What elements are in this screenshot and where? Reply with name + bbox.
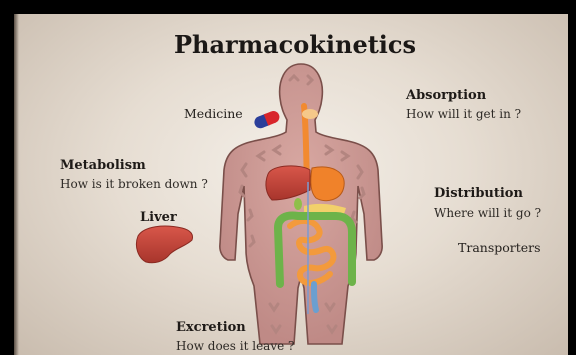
rectum	[314, 284, 316, 310]
distribution-question: Where will it go ?	[434, 206, 541, 220]
absorption-heading: Absorption	[406, 88, 486, 103]
gallbladder	[294, 198, 302, 210]
throat-gland	[302, 109, 318, 119]
metabolism-question: How is it broken down ?	[60, 177, 208, 191]
distribution-heading: Distribution	[434, 186, 523, 201]
excretion-heading: Excretion	[176, 320, 246, 335]
liver-illustration	[136, 226, 192, 263]
medicine-pill-icon	[253, 109, 282, 130]
medicine-label: Medicine	[184, 106, 243, 121]
transporters-label: Transporters	[458, 240, 541, 255]
stomach	[311, 167, 344, 201]
page-title: Pharmacokinetics	[174, 30, 416, 59]
metabolism-heading: Metabolism	[60, 158, 146, 173]
diagram-panel: Pharmacokinetics Medicine Absorption How…	[14, 14, 568, 355]
excretion-question: How does it leave ?	[176, 339, 294, 353]
liver-label: Liver	[140, 210, 177, 225]
absorption-question: How will it get in ?	[406, 107, 521, 121]
